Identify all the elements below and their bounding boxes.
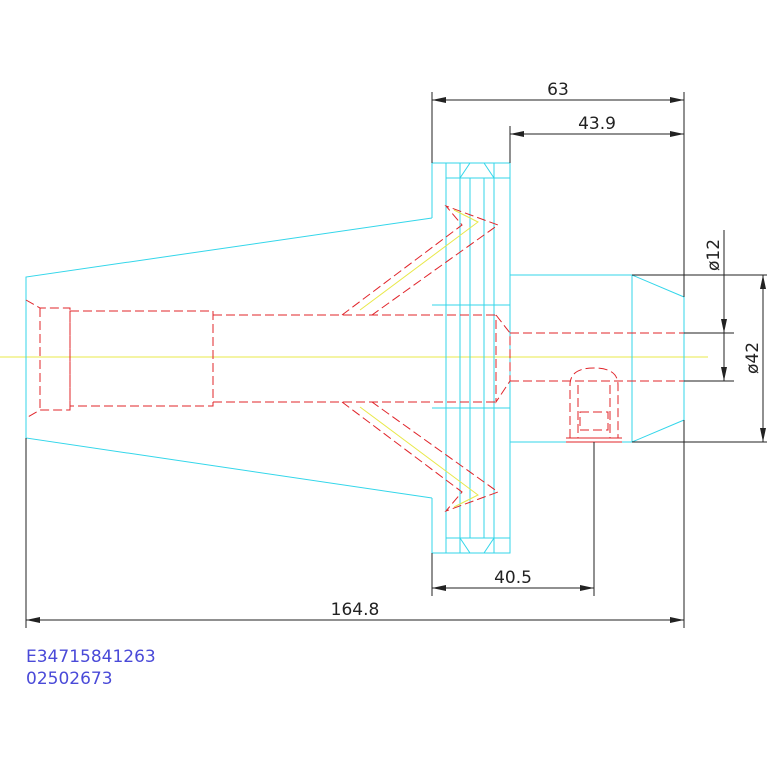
flange-outline — [431, 162, 511, 554]
dimension-63: 63 — [431, 80, 685, 297]
dimension-dia-12-label: ø12 — [704, 239, 724, 271]
dimension-40-5-label: 40.5 — [494, 568, 532, 588]
pull-stud-hidden-lines — [341, 204, 500, 513]
part-code-line-1: E34715841263 — [26, 647, 156, 667]
dimension-dia-42-label: ø42 — [743, 342, 763, 374]
internal-bore-hidden-lines — [25, 299, 684, 419]
taper-cone-outline — [25, 217, 433, 499]
dimension-dia-12: ø12 — [684, 230, 734, 382]
dimension-63-label: 63 — [547, 80, 569, 100]
locking-pin-hidden-lines — [566, 367, 622, 443]
part-code-line-2: 02502673 — [26, 669, 113, 689]
collet-body-outline — [510, 274, 685, 443]
dimension-164-8-label: 164.8 — [331, 600, 380, 620]
inner-guide-lines — [359, 209, 479, 508]
dimension-40-5: 40.5 — [431, 442, 595, 596]
dimension-dia-42: ø42 — [632, 274, 767, 443]
dimension-164-8: 164.8 — [25, 420, 685, 628]
dimension-43-9-label: 43.9 — [578, 114, 616, 134]
dimension-43-9: 43.9 — [509, 114, 684, 163]
